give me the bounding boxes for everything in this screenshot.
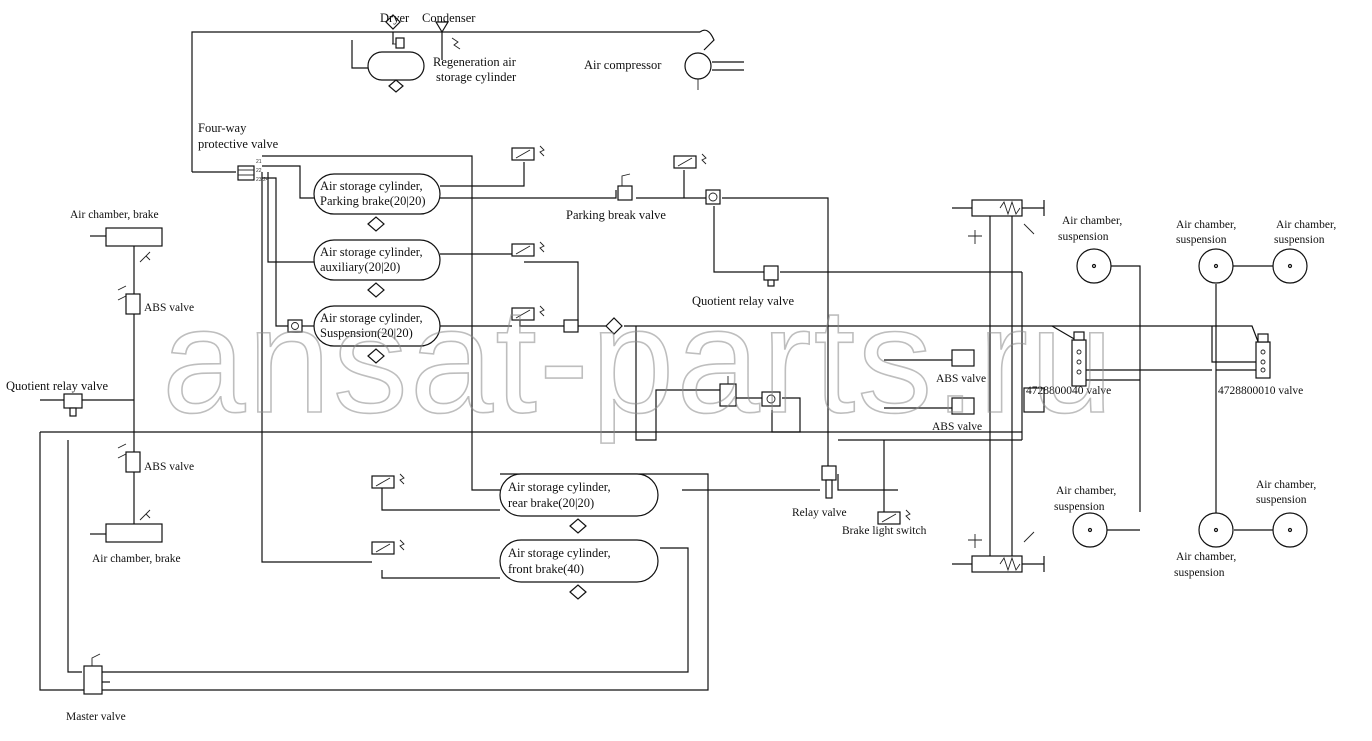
label-valve-010: 4728800010 valve	[1218, 385, 1303, 397]
piping	[39, 29, 1284, 691]
label-parking-brake-valve: Parking break valve	[566, 208, 666, 222]
label-cyl-rear-2: rear brake(20|20)	[508, 496, 594, 510]
label-susp-d2: suspension	[1054, 501, 1105, 513]
leveling-valves	[1071, 331, 1271, 387]
mid-valves	[719, 376, 781, 407]
cylinder-auxiliary	[313, 239, 441, 298]
svg-text:21: 21	[256, 159, 262, 165]
label-susp-f2: suspension	[1174, 567, 1225, 579]
label-master-valve: Master valve	[66, 711, 126, 723]
label-four-way-2: protective valve	[198, 137, 279, 151]
suspension-chambers	[1072, 248, 1308, 548]
watermark: ansat-parts.ru	[162, 276, 1115, 444]
label-cyl-susp-2: Suspension(20|20)	[320, 326, 413, 340]
label-cyl-parking-1: Air storage cylinder,	[320, 179, 423, 193]
quotient-relay-valve-center-symbol	[763, 265, 779, 287]
cylinder-parking	[313, 173, 441, 232]
label-susp-f1: Air chamber,	[1176, 551, 1236, 563]
label-cyl-front-1: Air storage cylinder,	[508, 546, 611, 560]
label-cyl-aux-2: auxiliary(20|20)	[320, 260, 400, 274]
condenser-symbol	[434, 21, 461, 50]
label-valve-040: 4728800040 valve	[1026, 385, 1111, 397]
pressure-switches	[371, 145, 911, 555]
label-susp-e1: Air chamber,	[1256, 479, 1316, 491]
label-cyl-parking-2: Parking brake(20|20)	[320, 194, 426, 208]
svg-text:23 24: 23 24	[256, 177, 269, 183]
label-regeneration-2: storage cylinder	[436, 70, 517, 84]
label-abs-left-top: ABS valve	[144, 302, 194, 314]
cylinder-suspension	[313, 305, 441, 364]
label-susp-b1: Air chamber,	[1176, 219, 1236, 231]
label-chamber-brake-bottom: Air chamber, brake	[92, 553, 181, 565]
air-compressor-symbol	[684, 52, 712, 90]
dryer-symbol	[385, 14, 405, 49]
cylinder-rear-brake	[499, 473, 659, 534]
label-cyl-susp-1: Air storage cylinder,	[320, 311, 423, 325]
label-quotient-relay-center: Quotient relay valve	[692, 294, 794, 308]
suspension-filter	[563, 317, 623, 335]
label-susp-a2: suspension	[1058, 231, 1109, 243]
svg-text:22: 22	[256, 168, 262, 174]
label-susp-c2: suspension	[1274, 234, 1325, 246]
label-air-compressor: Air compressor	[584, 58, 662, 72]
cylinder-front-brake	[499, 539, 659, 600]
label-abs-left-bottom: ABS valve	[144, 461, 194, 473]
label-abs-center-2: ABS valve	[932, 421, 982, 433]
label-susp-a1: Air chamber,	[1062, 215, 1122, 227]
label-relay-valve: Relay valve	[792, 507, 847, 519]
four-way-protective-valve: 21 22 23 24	[237, 159, 269, 183]
regeneration-tank	[367, 51, 425, 93]
label-susp-c1: Air chamber,	[1276, 219, 1336, 231]
left-brake-components	[63, 227, 163, 695]
label-regeneration-1: Regeneration air	[433, 55, 517, 69]
parking-brake-valve-symbol	[617, 173, 633, 201]
label-susp-d1: Air chamber,	[1056, 485, 1116, 497]
labels: Dryer Condenser Regeneration air storage…	[6, 11, 1336, 723]
label-susp-e2: suspension	[1256, 494, 1307, 506]
label-condenser: Condenser	[422, 11, 476, 25]
label-cyl-aux-1: Air storage cylinder,	[320, 245, 423, 259]
label-abs-center-1: ABS valve	[936, 373, 986, 385]
relay-valve-symbol	[821, 465, 837, 499]
label-brake-light-switch: Brake light switch	[842, 525, 927, 537]
label-quotient-relay-left: Quotient relay valve	[6, 379, 108, 393]
label-chamber-brake-top: Air chamber, brake	[70, 209, 159, 221]
suspension-check-valve	[287, 319, 303, 333]
label-cyl-front-2: front brake(40)	[508, 562, 584, 576]
label-four-way-1: Four-way	[198, 121, 247, 135]
label-dryer: Dryer	[380, 11, 410, 25]
label-cyl-rear-1: Air storage cylinder,	[508, 480, 611, 494]
check-valve-parking	[705, 189, 721, 205]
center-abs-modules	[951, 199, 1045, 573]
label-susp-b2: suspension	[1176, 234, 1227, 246]
